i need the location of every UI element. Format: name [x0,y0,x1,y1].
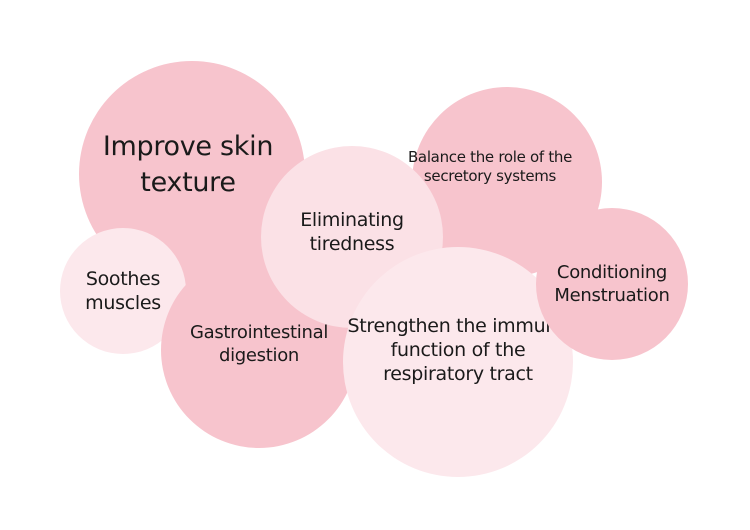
bubble-label: Conditioning Menstruation [554,261,670,306]
bubble-label: Soothes muscles [85,267,161,314]
bubble-label: Eliminating tiredness [300,208,404,255]
bubble-label: Improve skin texture [102,130,274,198]
bubble-label: Balance the role of the secretory system… [407,147,573,185]
bubble-label: Strengthen the immune function of the re… [347,314,569,386]
bubble-conditioning-menstruation: Conditioning Menstruation [536,208,688,360]
bubble-strengthen-immune-function: Strengthen the immune function of the re… [343,247,573,477]
bubble-label: Gastrointestinal digestion [189,321,329,366]
